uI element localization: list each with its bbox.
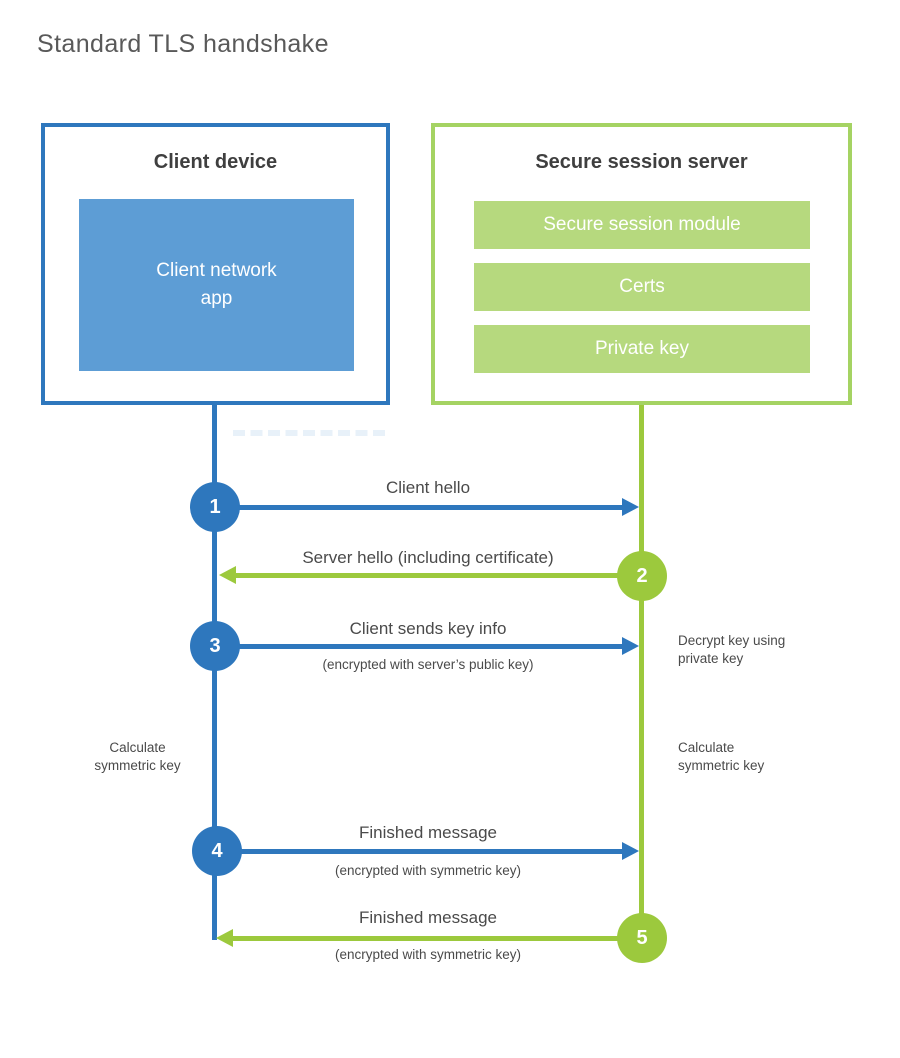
arrowhead-right-icon (622, 498, 639, 516)
server-module-secure-session: Secure session module (474, 201, 810, 249)
arrowhead-right-icon (622, 842, 639, 860)
client-lifeline (212, 405, 217, 940)
step2-marker: 2 (617, 551, 667, 601)
step5-label: Finished message (359, 908, 497, 927)
step3-marker: 3 (190, 621, 240, 671)
step1-label: Client hello (385, 478, 471, 497)
secure-session-server-title: Secure session server (535, 151, 748, 173)
step5-arrow-left (216, 929, 635, 947)
step4-marker: 4 (192, 826, 242, 876)
step2-label: Server hello (including certificate) (302, 548, 554, 567)
server-lifeline (639, 405, 644, 938)
step3-arrow-right (215, 637, 639, 655)
arrowhead-left-icon (219, 566, 236, 584)
step3-sublabel: (encrypted with server’s public key) (322, 657, 534, 672)
step5-marker: 5 (617, 913, 667, 963)
client-device-title: Client device (153, 151, 278, 173)
faint-dashed-artifact (233, 430, 385, 436)
step4-arrow-right (217, 842, 639, 860)
step1-marker: 1 (190, 482, 240, 532)
arrowhead-left-icon (216, 929, 233, 947)
client-network-app-block: Client network app (79, 199, 354, 371)
note-calc-symmetric-client: Calculate symmetric key (94, 740, 181, 773)
secure-session-server-box: Secure session server Secure session mod… (431, 123, 852, 405)
note-decrypt-key: Decrypt key using private key (678, 633, 786, 666)
step4-label: Finished message (359, 823, 497, 842)
arrowhead-right-icon (622, 637, 639, 655)
step1-arrow-right (215, 498, 639, 516)
step2-arrow-left (219, 566, 635, 584)
step5-sublabel: (encrypted with symmetric key) (334, 947, 522, 962)
server-module-private-key: Private key (474, 325, 810, 373)
note-calc-symmetric-server: Calculate symmetric key (678, 740, 765, 773)
step3-label: Client sends key info (349, 619, 507, 638)
client-device-box: Client device Client network app (41, 123, 390, 405)
step4-sublabel: (encrypted with symmetric key) (334, 863, 522, 878)
server-module-certs: Certs (474, 263, 810, 311)
page-title: Standard TLS handshake (37, 30, 329, 58)
